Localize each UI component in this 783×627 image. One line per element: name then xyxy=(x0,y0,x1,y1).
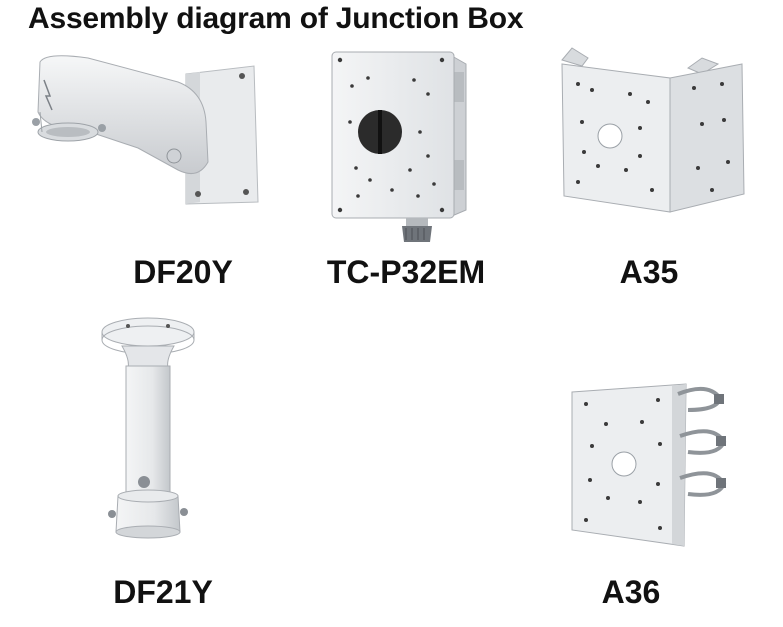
product-label-tc-p32em: TC-P32EM xyxy=(326,254,486,290)
product-df20y xyxy=(28,52,268,222)
corner-mount-adapter-icon xyxy=(561,47,745,213)
product-df21y xyxy=(96,310,206,542)
wall-mount-bracket-icon xyxy=(32,55,259,205)
product-a35 xyxy=(552,44,752,216)
product-label-df20y: DF20Y xyxy=(133,254,233,290)
product-label-a35: A35 xyxy=(619,254,679,290)
product-label-a36: A36 xyxy=(601,574,661,610)
pole-mount-adapter-icon xyxy=(571,383,727,547)
product-label-df21y: DF21Y xyxy=(113,574,213,610)
pendant-mount-pole-icon xyxy=(101,317,195,539)
junction-box-icon xyxy=(331,51,467,242)
product-a36 xyxy=(568,380,728,547)
product-tc-p32em xyxy=(328,44,473,244)
diagram-title: Assembly diagram of Junction Box xyxy=(28,2,524,35)
